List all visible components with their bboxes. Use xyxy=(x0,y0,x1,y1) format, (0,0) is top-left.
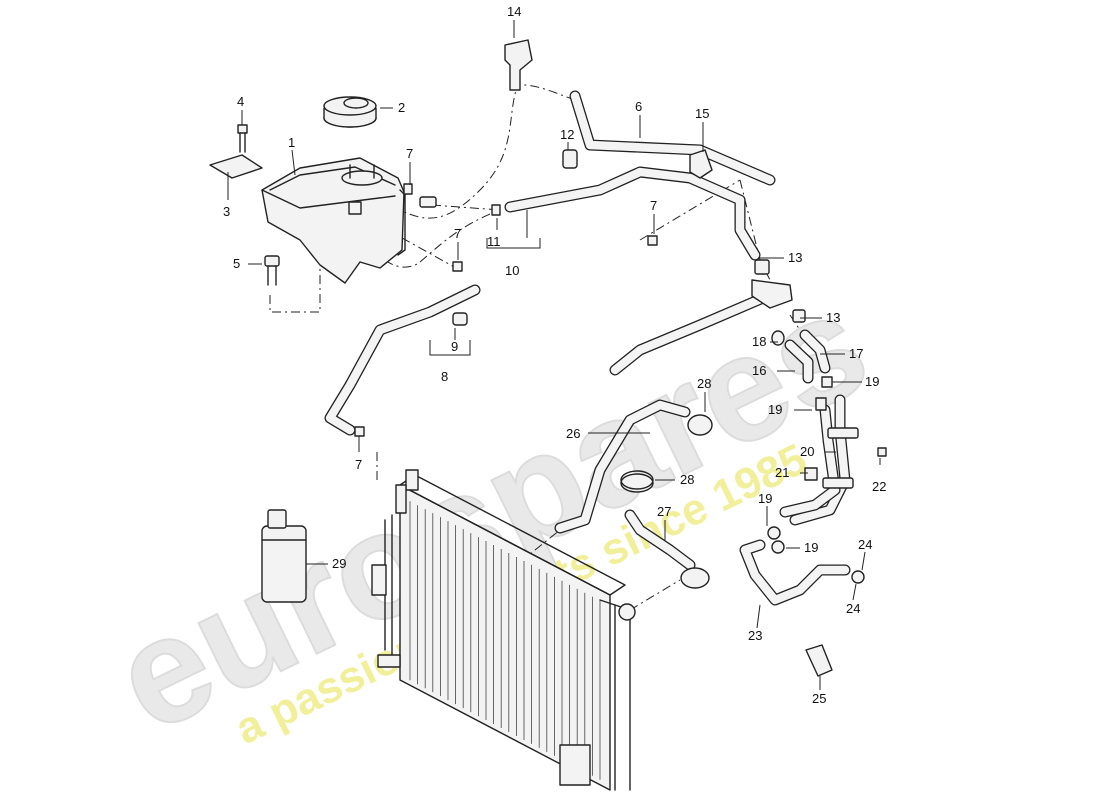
callout-22: 22 xyxy=(872,479,886,494)
callout-21: 21 xyxy=(775,465,789,480)
callout-9: 9 xyxy=(451,339,458,354)
callout-29: 29 xyxy=(332,556,346,571)
radiator xyxy=(371,469,636,791)
callout-19c: 19 xyxy=(758,491,772,506)
callout-8: 8 xyxy=(441,369,448,384)
callout-3: 3 xyxy=(223,204,230,219)
callout-2: 2 xyxy=(398,100,405,115)
filler-cap xyxy=(323,96,377,128)
hose-6 xyxy=(569,90,776,186)
callout-11: 11 xyxy=(487,234,501,249)
callout-labels: 1 2 3 4 5 6 7 7 7 7 8 9 10 11 12 13 13 1… xyxy=(223,4,886,706)
callout-4: 4 xyxy=(237,94,244,109)
hose-10 xyxy=(504,166,761,261)
leader-lines xyxy=(227,20,881,690)
hose-23 xyxy=(739,526,865,606)
callout-26: 26 xyxy=(566,426,580,441)
clip-12-15 xyxy=(562,149,713,179)
callout-19a: 19 xyxy=(865,374,879,389)
callout-7a: 7 xyxy=(406,146,413,161)
callout-24a: 24 xyxy=(858,537,872,552)
callout-28b: 28 xyxy=(680,472,694,487)
callout-19b: 19 xyxy=(768,402,782,417)
expansion-tank xyxy=(261,157,406,284)
callout-12: 12 xyxy=(560,127,574,142)
callout-24b: 24 xyxy=(846,601,860,616)
callout-19d: 19 xyxy=(804,540,818,555)
pipe-assembly-20 xyxy=(779,376,887,526)
hose-26 xyxy=(554,399,713,534)
callout-25: 25 xyxy=(812,691,826,706)
seal-25 xyxy=(805,644,833,677)
small-hardware xyxy=(209,124,658,437)
callout-16: 16 xyxy=(752,363,766,378)
hose-16-17 xyxy=(771,329,831,384)
callout-15: 15 xyxy=(695,106,709,121)
callout-5: 5 xyxy=(233,256,240,271)
callout-23: 23 xyxy=(748,628,762,643)
callout-13a: 13 xyxy=(788,250,802,265)
clamp-28-lower xyxy=(620,470,654,493)
callout-6: 6 xyxy=(635,99,642,114)
callout-27: 27 xyxy=(657,504,671,519)
hose-27 xyxy=(624,509,710,589)
coolant-pipe xyxy=(609,259,806,376)
callout-7b: 7 xyxy=(454,226,461,241)
callout-7c: 7 xyxy=(650,198,657,213)
callout-20: 20 xyxy=(800,444,814,459)
callout-28a: 28 xyxy=(697,376,711,391)
callout-18: 18 xyxy=(752,334,766,349)
hose-8 xyxy=(324,284,481,436)
clip-14 xyxy=(504,39,533,91)
callout-17: 17 xyxy=(849,346,863,361)
callout-14: 14 xyxy=(507,4,521,19)
callout-10: 10 xyxy=(505,263,519,278)
callout-7d: 7 xyxy=(355,457,362,472)
callout-13b: 13 xyxy=(826,310,840,325)
callout-1: 1 xyxy=(288,135,295,150)
